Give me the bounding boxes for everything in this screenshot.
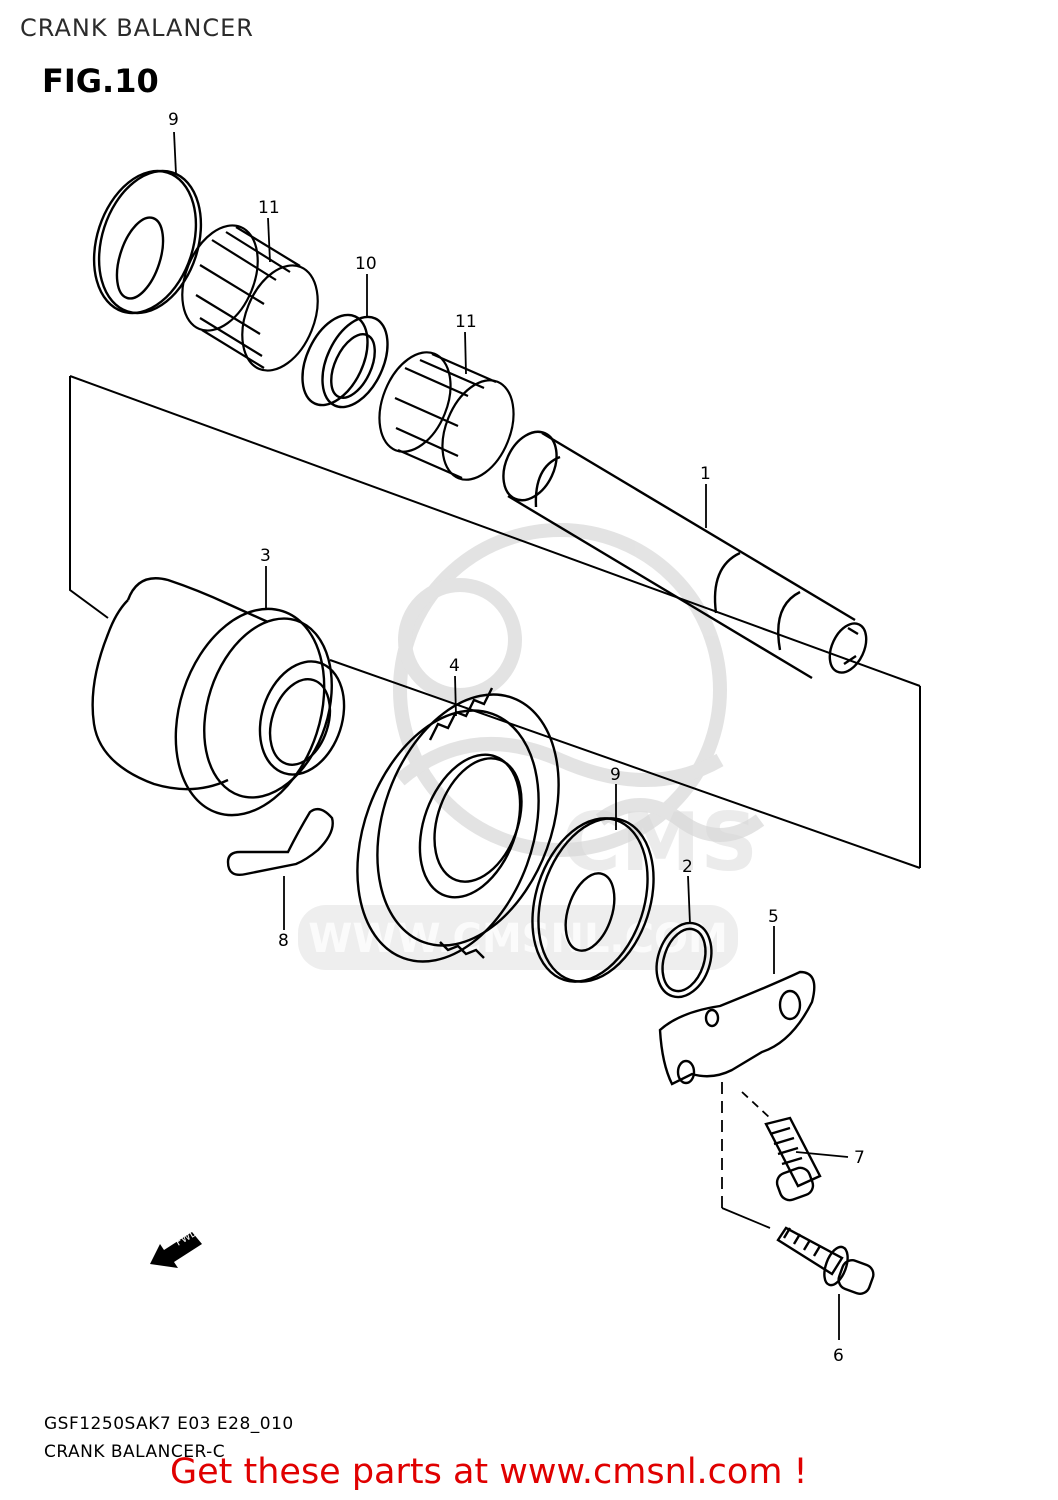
callout-4: 4 [449, 656, 460, 676]
part-4-balancer-gear [356, 687, 560, 963]
callout-3: 3 [260, 546, 271, 566]
callout-8: 8 [278, 931, 289, 951]
diagram-name: CRANK BALANCER-C [44, 1442, 226, 1462]
callout-7: 7 [854, 1148, 865, 1168]
part-7-bolt [764, 1116, 822, 1202]
part-1-balancer-shaft [502, 430, 868, 680]
callout-10: 10 [355, 254, 377, 274]
callout-1: 1 [700, 464, 711, 484]
callout-9-top: 9 [168, 110, 179, 130]
callout-9-middle: 9 [610, 765, 621, 785]
callout-numbers: 9 11 10 11 1 3 4 9 2 5 8 7 6 [168, 110, 865, 1366]
part-6-flange-bolt [776, 1226, 875, 1295]
part-11-needle-bearing-left [181, 224, 319, 372]
assembly-bracket-lines [69, 375, 921, 869]
fwd-arrow-icon: FWD [150, 1227, 202, 1268]
part-8-key [226, 807, 334, 876]
page-title: CRANK BALANCER [20, 14, 254, 42]
part-10-spacer-ring [301, 313, 389, 409]
part-3-balancer-boss [91, 577, 346, 817]
figure-number: FIG.10 [42, 62, 159, 100]
part-2-o-ring [655, 921, 713, 999]
callout-6: 6 [833, 1346, 844, 1366]
callout-leaders [173, 131, 849, 1340]
callout-2: 2 [682, 857, 693, 877]
part-5-lever [658, 970, 816, 1086]
watermark-logo [393, 523, 765, 857]
callout-11-left: 11 [258, 198, 280, 218]
callout-11-right: 11 [455, 312, 477, 332]
part-9-washer-top [92, 169, 203, 315]
part-11-needle-bearing-right [378, 351, 515, 481]
promo-link[interactable]: Get these parts at www.cmsnl.com ! [170, 1452, 808, 1492]
model-code: GSF1250SAK7 E03 E28_010 [44, 1414, 294, 1434]
callout-5: 5 [768, 907, 779, 927]
